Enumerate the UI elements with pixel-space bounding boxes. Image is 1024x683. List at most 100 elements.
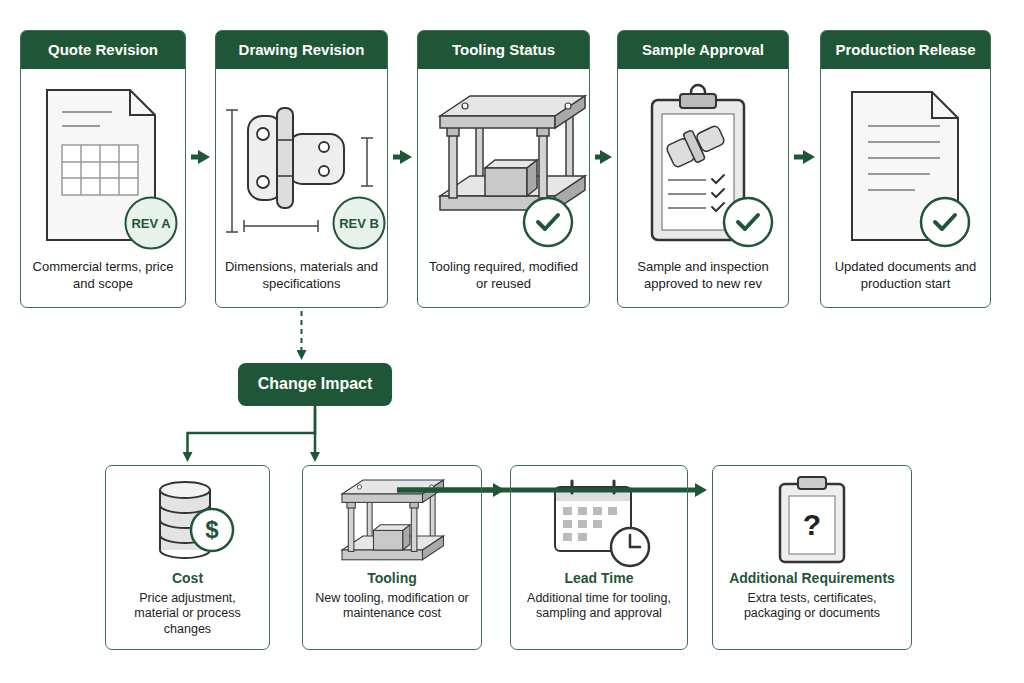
calendar-clock-icon xyxy=(555,481,649,566)
hinge-drawing-icon xyxy=(317,220,319,232)
calendar-clock-icon xyxy=(563,533,572,541)
calendar-clock-icon xyxy=(608,507,617,515)
card-header: Tooling Status xyxy=(418,31,589,69)
card-header: Quote Revision xyxy=(21,31,185,69)
dollar-sign: $ xyxy=(205,518,218,542)
calendar-clock-icon xyxy=(611,528,649,566)
card-description: Tooling required, modified or reused xyxy=(418,259,589,303)
release-document-icon xyxy=(868,125,940,127)
release-document-icon xyxy=(868,141,940,143)
hinge-drawing-icon xyxy=(277,108,293,208)
hinge-drawing-icon xyxy=(319,166,329,176)
coin-stack-icon xyxy=(160,482,233,558)
quote-document-icon xyxy=(62,145,138,195)
process-card: Tooling StatusTooling required, modified… xyxy=(417,30,590,308)
hinge-drawing-icon xyxy=(288,134,344,184)
clipboard-icon xyxy=(780,477,844,562)
revision-badge-text: REV B xyxy=(339,216,379,231)
impact-description: Extra tests, certificates, packaging or … xyxy=(723,591,901,622)
coin-stack-icon xyxy=(160,482,210,498)
hinge-drawing-icon xyxy=(361,185,373,187)
flow-arrow xyxy=(595,155,602,160)
calendar-clock-icon xyxy=(630,535,640,547)
hinge-drawing-icon xyxy=(243,220,245,232)
quote-document-icon xyxy=(130,90,155,115)
check-badge xyxy=(724,198,772,246)
calendar-clock-icon xyxy=(578,520,587,528)
sample-clipboard-icon xyxy=(668,207,706,209)
card-header: Production Release xyxy=(821,31,990,69)
impact-title: Cost xyxy=(116,570,259,588)
coin-stack-icon xyxy=(191,509,233,551)
flow-arrow xyxy=(794,155,805,160)
sample-clipboard-icon xyxy=(680,94,716,108)
impact-card: Lead TimeAdditional time for tooling, sa… xyxy=(510,465,688,650)
badge-circle xyxy=(126,198,177,249)
process-card: REV B Drawing RevisionDimensions, materia… xyxy=(215,30,388,308)
check-badge xyxy=(921,198,969,246)
calendar-clock-icon xyxy=(593,520,602,528)
tooling-die-icon xyxy=(440,96,585,210)
impact-pill: Change Impact xyxy=(238,363,392,406)
revision-badge-text: REV A xyxy=(131,216,170,231)
sample-clipboard-icon xyxy=(662,114,734,230)
release-document-icon xyxy=(868,173,930,175)
impact-description: Price adjustment, material or process ch… xyxy=(116,591,259,638)
impact-title: Additional Requirements xyxy=(723,570,901,588)
calendar-clock-icon xyxy=(578,533,587,541)
sample-clipboard-icon xyxy=(712,175,724,211)
impact-card: Additional RequirementsExtra tests, cert… xyxy=(712,465,912,650)
impact-heading: Change Impact xyxy=(254,374,376,395)
calendar-clock-icon xyxy=(593,507,602,515)
impact-description: Additional time for tooling, sampling an… xyxy=(521,591,677,622)
quote-document-icon xyxy=(99,145,101,195)
hinge-drawing-icon xyxy=(277,139,293,141)
card-header: Sample Approval xyxy=(618,31,788,69)
flow-arrow xyxy=(314,409,317,454)
hinge-drawing-icon xyxy=(226,231,238,233)
sample-clipboard-icon xyxy=(668,179,706,181)
impact-card: CostPrice adjustment, material or proces… xyxy=(105,465,270,650)
flow-arrow xyxy=(188,406,316,454)
sample-clipboard-icon xyxy=(664,119,728,172)
quote-document-icon xyxy=(118,145,120,195)
impact-card: ToolingNew tooling, modification or main… xyxy=(302,465,482,650)
quote-document-icon xyxy=(62,111,112,113)
sample-clipboard-icon xyxy=(683,130,706,163)
badge-circle xyxy=(334,198,385,249)
hinge-drawing-icon xyxy=(226,109,238,111)
calendar-clock-icon xyxy=(563,507,572,515)
sample-clipboard-icon xyxy=(668,193,706,195)
clipboard-icon xyxy=(780,484,844,562)
hinge-drawing-icon xyxy=(257,128,269,140)
process-card: REV A Quote RevisionCommercial terms, pri… xyxy=(20,30,186,308)
card-description: Commercial terms, price and scope xyxy=(21,259,185,303)
calendar-clock-icon xyxy=(578,507,587,515)
hinge-drawing-icon xyxy=(277,175,293,177)
revision-badge: REV A xyxy=(124,196,178,250)
hinge-drawing-icon xyxy=(257,176,269,188)
question-mark: ? xyxy=(803,510,821,540)
hinge-drawing-icon xyxy=(244,225,318,227)
release-document-icon xyxy=(932,92,958,118)
hinge-drawing-icon xyxy=(366,138,368,186)
clipboard-icon xyxy=(789,496,835,554)
quote-document-icon xyxy=(80,145,82,195)
card-description: Updated documents and production start xyxy=(821,259,990,303)
release-document-icon xyxy=(868,189,915,191)
card-header: Drawing Revision xyxy=(216,31,387,69)
flow-arrow xyxy=(191,155,200,160)
process-card: Sample ApprovalSample and inspection app… xyxy=(617,30,789,308)
hinge-drawing-icon xyxy=(231,110,233,232)
card-description: Sample and inspection approved to new re… xyxy=(618,259,788,303)
impact-title: Lead Time xyxy=(521,570,677,588)
flow-arrow xyxy=(397,488,697,493)
calendar-clock-icon xyxy=(563,520,572,528)
card-description: Dimensions, materials and specifications xyxy=(216,259,387,303)
dashed-connector xyxy=(301,311,303,352)
flow-arrow xyxy=(393,155,402,160)
revision-badge: REV B xyxy=(332,196,386,250)
clipboard-icon xyxy=(798,477,826,489)
process-card: Production ReleaseUpdated documents and … xyxy=(820,30,991,308)
